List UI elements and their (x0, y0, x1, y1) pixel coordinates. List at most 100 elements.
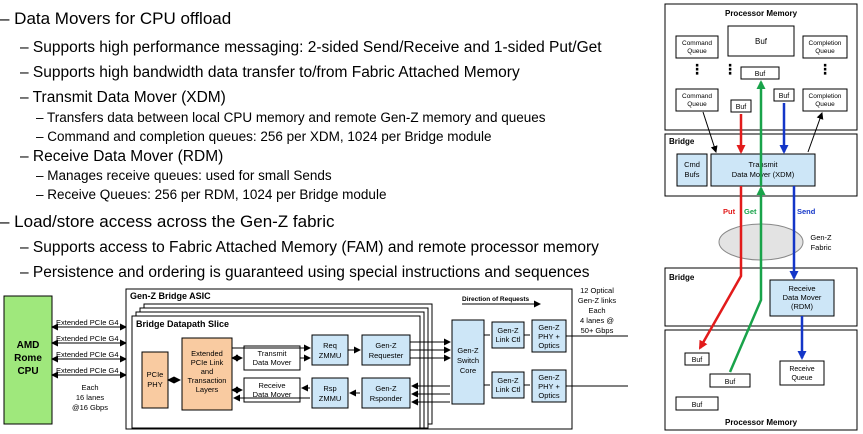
rsp-zmmu-line1: Rsp (323, 384, 336, 393)
optical-note-4: 4 lanes @ (580, 316, 614, 325)
phy-optics-line2: PHY + (538, 382, 560, 391)
requester-line1: Gen-Z (375, 341, 397, 350)
link-ctl-box (491, 321, 525, 349)
switch-core-line2: Switch (457, 356, 479, 365)
bottom-bridge-title: Bridge (669, 273, 695, 282)
bullet-rdm: – Receive Data Mover (RDM) (20, 148, 224, 165)
dots-icon: ⋮ (690, 61, 704, 77)
receive-queue-line1: Receive (789, 366, 814, 373)
req-zmmu-box (311, 334, 349, 366)
responder-box (361, 377, 411, 409)
buf-label: Buf (692, 357, 703, 364)
optical-note-3: Each (588, 306, 605, 315)
phy-optics-line3: Optics (538, 391, 560, 400)
dots-icon: ⋮ (723, 61, 737, 77)
ext-pcie-line4: Transaction (188, 376, 227, 385)
ext-pcie-line5: Layers (196, 385, 219, 394)
link-ctl-line1: Gen-Z (497, 326, 519, 335)
switch-core-line3: Core (460, 366, 476, 375)
lane-note-3: @16 Gbps (72, 403, 108, 412)
command-queue-box (675, 35, 719, 59)
req-zmmu-line1: Req (323, 341, 337, 350)
bottom-memory-title: Processor Memory (725, 418, 798, 427)
get-label: Get (744, 207, 757, 216)
pcie-phy-line2: PHY (147, 380, 162, 389)
pcie-link-label: Extended PCIe G4 (56, 350, 119, 359)
bullet-load-store: – Load/store access across the Gen-Z fab… (0, 212, 335, 231)
get-arrow-bottom (728, 186, 766, 373)
pcie-links: Extended PCIe G4 Extended PCIe G4 Extend… (51, 318, 127, 412)
command-queue-line2: Queue (687, 101, 707, 108)
ext-pcie-line1: Extended (191, 349, 223, 358)
lane-note-2: 16 lanes (76, 393, 105, 402)
fabric-line1: Gen-Z (810, 233, 832, 242)
asic-title: Gen-Z Bridge ASIC (130, 291, 211, 301)
ext-pcie-box (181, 337, 233, 411)
transmit-dm-box (243, 345, 301, 371)
amd-cpu-line1: AMD (17, 340, 40, 351)
rsp-zmmu-line2: ZMMU (319, 394, 342, 403)
switch-core-line1: Gen-Z (457, 346, 479, 355)
pcie-phy-line1: PCIe (147, 370, 164, 379)
bullet-data-movers: – Data Movers for CPU offload (0, 9, 232, 28)
link-ctl-line2: Link Ctl (495, 385, 520, 394)
optical-note-5: 50+ Gbps (581, 326, 614, 335)
cmd-bufs-line2: Bufs (684, 170, 699, 179)
rdm-box (769, 279, 835, 317)
ext-pcie-line2: PCIe Link (191, 358, 224, 367)
phy-optics-box (531, 319, 567, 353)
bullet-rdm-manages: – Manages receive queues: used for small… (36, 168, 332, 183)
top-memory-title: Processor Memory (725, 9, 798, 18)
phy-optics-line1: Gen-Z (538, 323, 560, 332)
command-queue-line2: Queue (687, 48, 707, 55)
fabric-line2: Fabric (811, 243, 832, 252)
completion-queue-line1: Completion (809, 93, 842, 100)
lane-note-1: Each (81, 383, 98, 392)
send-label: Send (797, 207, 816, 216)
bullet-xdm-transfers: – Transfers data between local CPU memor… (36, 110, 546, 125)
cmd-bufs-box (676, 153, 708, 187)
buf-box-red (730, 99, 752, 113)
put-arrow-bottom (698, 186, 743, 350)
cmd-bufs-line1: Cmd (684, 160, 700, 169)
rdm-line2: Data Mover (783, 293, 822, 302)
completion-queue-line2: Queue (815, 48, 835, 55)
rdm-line1: Receive (788, 284, 815, 293)
xdm-line1: Transmit (749, 160, 779, 169)
receive-dm-line1: Receive (258, 381, 285, 390)
small-buf-box (740, 66, 780, 80)
receive-dm-line2: Data Mover (253, 390, 292, 399)
bullet-xdm: – Transmit Data Mover (XDM) (20, 89, 226, 106)
transmit-dm-line1: Transmit (258, 349, 288, 358)
datapath-slice-box (131, 315, 421, 429)
xdm-line2: Data Mover (XDM) (732, 170, 795, 179)
slice-title: Bridge Datapath Slice (136, 319, 229, 329)
buf-label: Buf (692, 402, 703, 409)
command-arrow (702, 111, 718, 153)
amd-cpu-line2: Rome (14, 353, 42, 364)
buf-box-blue (773, 88, 795, 102)
command-queue-line1: Command (682, 40, 712, 47)
pcie-phy-box (141, 351, 169, 409)
top-bridge-title: Bridge (669, 137, 695, 146)
bullet-fam-bandwidth: – Supports high bandwidth data transfer … (20, 64, 520, 81)
amd-cpu-box (3, 295, 53, 425)
rdm-line3: (RDM) (791, 302, 814, 311)
receive-queue-line1: Queue (791, 375, 812, 382)
put-label: Put (723, 207, 736, 216)
link-ctl-box (491, 371, 525, 399)
phy-optics-box (531, 369, 567, 403)
completion-queue-line2: Queue (815, 101, 835, 108)
completion-queue-box (802, 35, 848, 59)
buf-label: Buf (725, 379, 736, 386)
responder-line1: Gen-Z (375, 384, 397, 393)
amd-cpu-line3: CPU (17, 366, 38, 377)
completion-arrow (807, 112, 824, 153)
bottom-memory-panel (664, 329, 858, 431)
transmit-dm-line2: Data Mover (253, 358, 292, 367)
top-buf-box (727, 25, 795, 57)
phy-optics-line1: Gen-Z (538, 373, 560, 382)
pcie-link-label: Extended PCIe G4 (56, 366, 119, 375)
phy-optics-line3: Optics (538, 341, 560, 350)
